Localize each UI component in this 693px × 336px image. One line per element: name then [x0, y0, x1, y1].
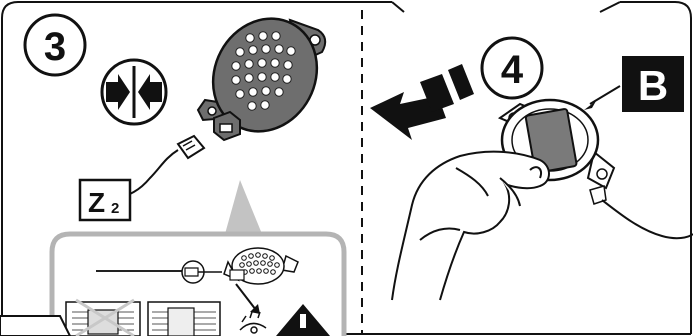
remove-arrows-icon	[370, 64, 474, 140]
connector-label: Z	[88, 187, 105, 218]
part-badge-label: B	[638, 62, 668, 109]
inset-detail-panel	[52, 234, 344, 336]
step-4-panel: 4 B	[370, 38, 693, 300]
connect-arrows-icon	[102, 60, 166, 124]
badge-leader	[590, 86, 620, 104]
step-number: 4	[501, 48, 524, 92]
step-number: 3	[44, 25, 66, 69]
callout-pointer	[225, 180, 262, 234]
connector-label-subscript: 2	[111, 200, 119, 217]
cross-out-icon	[66, 300, 140, 336]
speaker-unit	[194, 0, 337, 149]
page-tab	[0, 316, 70, 336]
hand-illustration	[392, 152, 549, 300]
step-3-panel: 3	[0, 0, 344, 336]
connector-label-box: Z 2	[80, 180, 130, 220]
